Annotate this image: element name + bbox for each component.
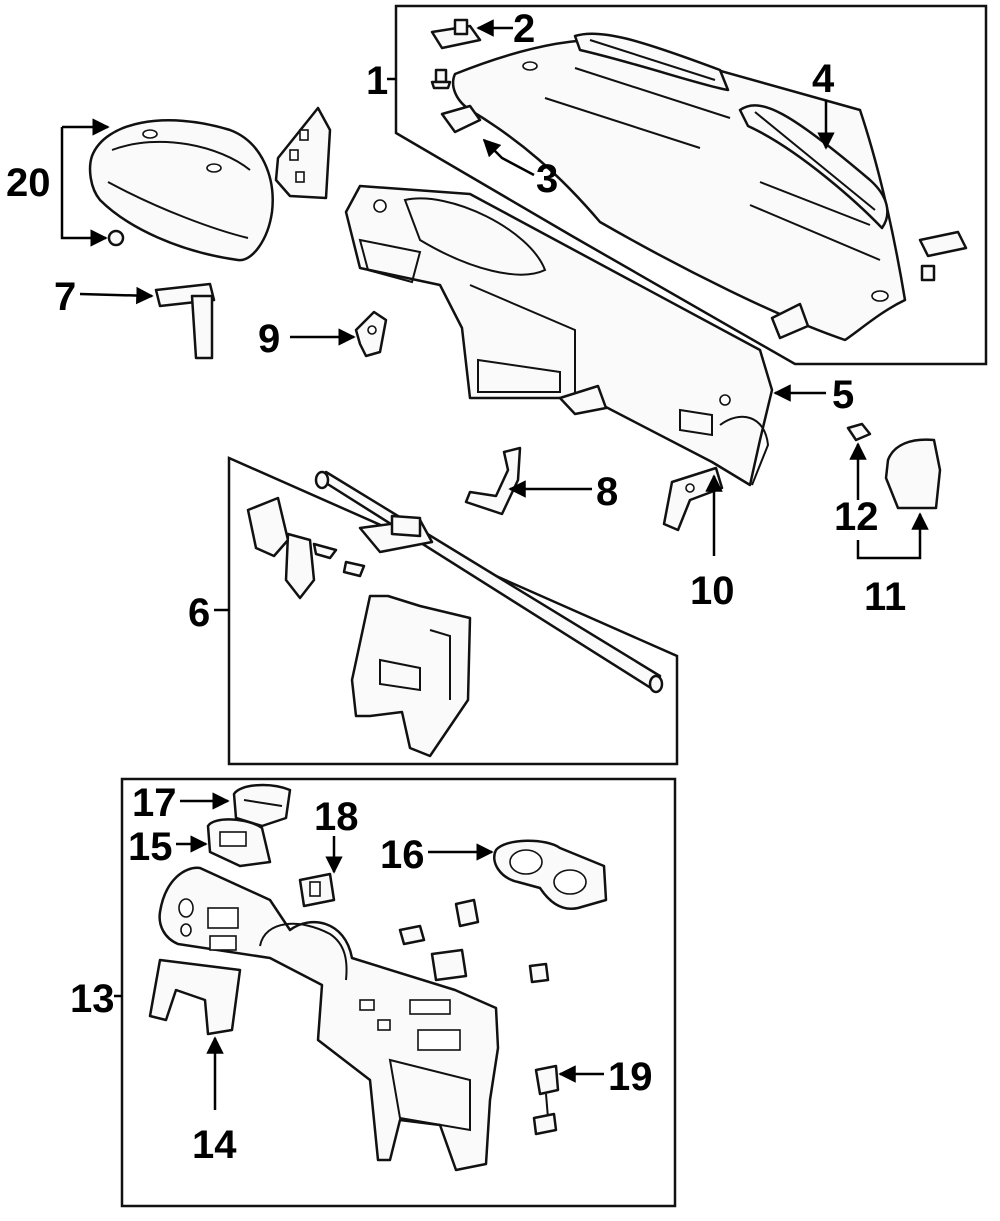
clip-2 <box>430 18 482 50</box>
group-box-1 <box>394 4 988 366</box>
callout-11: 11 <box>864 575 906 619</box>
switch-18 <box>298 872 336 908</box>
harness-19 <box>532 1064 560 1136</box>
leader-lines <box>60 19 929 1110</box>
reinforcement-assembly <box>246 470 664 758</box>
small-switch-a <box>454 898 480 928</box>
callout-6: 6 <box>188 591 210 635</box>
center-cluster-bezel <box>158 866 500 1172</box>
callout-5: 5 <box>832 373 854 417</box>
defroster-vent-center <box>573 32 730 92</box>
callout-8: 8 <box>596 470 618 514</box>
clip-1-stud <box>430 68 452 90</box>
small-switch-b <box>398 924 426 946</box>
side-cover-11 <box>884 438 942 510</box>
callout-10: 10 <box>690 569 735 613</box>
callout-1: 1 <box>366 59 388 103</box>
hood-bracket <box>274 106 332 200</box>
callout-16: 16 <box>380 833 425 877</box>
bracket-9 <box>354 310 388 358</box>
cluster-hood <box>88 119 274 262</box>
group-box-13 <box>120 777 677 1208</box>
clip-right <box>918 230 968 282</box>
vent-15 <box>206 818 272 868</box>
vent-16 <box>493 839 608 911</box>
vent-17 <box>232 783 292 828</box>
bezel-14 <box>148 958 242 1036</box>
callout-17: 17 <box>132 781 177 825</box>
bracket-8 <box>464 446 522 516</box>
defroster-vent-side <box>738 104 889 230</box>
bracket-right <box>770 302 810 340</box>
screw-20 <box>107 229 125 247</box>
callout-18: 18 <box>314 795 359 839</box>
group-ticks <box>114 77 396 998</box>
bracket-7 <box>154 282 216 360</box>
dash-pad-cover <box>451 38 907 342</box>
callout-15: 15 <box>128 825 173 869</box>
callout-4: 4 <box>812 57 835 101</box>
callout-12: 12 <box>834 495 879 539</box>
callout-9: 9 <box>258 317 280 361</box>
group-box-6 <box>227 456 679 766</box>
callout-2: 2 <box>513 7 535 51</box>
callout-3: 3 <box>536 157 558 201</box>
callout-20: 20 <box>6 161 51 205</box>
clip-12 <box>846 422 872 442</box>
small-switch-c <box>430 948 468 982</box>
callout-14: 14 <box>192 1123 237 1167</box>
small-switch-d <box>528 962 550 984</box>
instrument-panel <box>344 184 774 487</box>
bracket-3 <box>440 104 482 134</box>
callout-13: 13 <box>70 977 115 1021</box>
callout-19: 19 <box>608 1055 653 1099</box>
callout-7: 7 <box>54 275 76 319</box>
